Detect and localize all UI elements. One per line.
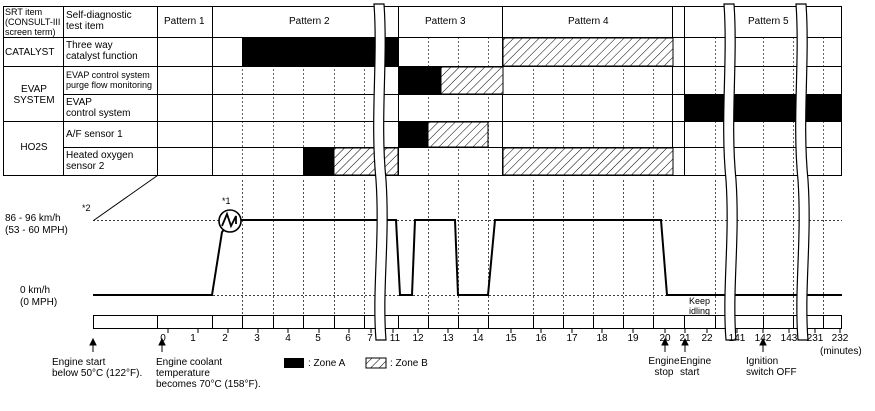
group-evap-system: EVAP SYSTEM [13, 84, 55, 106]
zone-a-bar [398, 67, 441, 94]
engine-start-cold-label: Engine start below 50°C (122°F). [52, 357, 143, 379]
event-arrows [89, 337, 767, 352]
legend-zone-b-label: : Zone B [390, 358, 428, 369]
tick-label: 20 [659, 333, 671, 344]
pattern-1-label: Pattern 1 [164, 16, 205, 27]
tick-label: 13 [442, 333, 454, 344]
speed-high-label: 86 - 96 km/h [5, 213, 61, 224]
tick-label: 6 [345, 333, 351, 344]
tick-label: 0 [160, 333, 166, 344]
tick-label: 1 [190, 333, 196, 344]
row-heated-oxygen-sensor: Heated oxygen sensor 2 [66, 150, 134, 172]
zone-b-bar [333, 147, 399, 176]
row-evap-purge-flow: EVAP control system purge flow monitorin… [66, 70, 153, 90]
zone-bars [242, 37, 842, 176]
pattern-2-label: Pattern 2 [289, 16, 330, 27]
tick-label: 19 [627, 333, 639, 344]
tick-label: 143 [780, 333, 798, 344]
tick-label: 4 [285, 333, 291, 344]
zone-a-bar [398, 122, 428, 147]
tick-label: 14 [472, 333, 484, 344]
pattern-4-label: Pattern 4 [568, 16, 609, 27]
tick-label: 3 [254, 333, 260, 344]
tick-label: 232 [831, 333, 849, 344]
row-three-way-catalyst: Three way catalyst function [66, 40, 138, 62]
tick-label: 2 [222, 333, 228, 344]
time-axis-ticks [167, 328, 841, 333]
zone-a-bar [685, 95, 842, 121]
tick-label: 142 [754, 333, 772, 344]
time-unit-label: (minutes) [820, 346, 862, 357]
zone-b-bar [502, 37, 674, 67]
header-srt-item: SRT item (CONSULT-III screen term) [5, 7, 61, 37]
tick-label: 7 [367, 333, 373, 344]
tick-label: 18 [596, 333, 608, 344]
group-ho2s: HO2S [20, 142, 48, 153]
coolant-temp-label: Engine coolant temperature becomes 70°C … [156, 357, 261, 390]
row-evap-control: EVAP control system [66, 97, 131, 119]
engine-start-label: Engine start [680, 356, 712, 378]
tick-label: 231 [806, 333, 824, 344]
header-test-item: Self-diagnostic test item [66, 10, 132, 32]
note-1-marker: *1 [222, 196, 231, 206]
speed-low-mph-label: (0 MPH) [20, 297, 58, 308]
tick-label: 17 [566, 333, 578, 344]
time-axis [93, 315, 842, 329]
tick-label: 15 [505, 333, 517, 344]
engine-stop-label: Engine stop [648, 356, 680, 378]
row-af-sensor: A/F sensor 1 [66, 129, 123, 140]
legend-zone-a-label: : Zone A [308, 358, 346, 369]
acceleration-note-symbol [218, 209, 242, 233]
zone-a-bar [242, 38, 398, 66]
srt-table-grid [3, 6, 842, 221]
tick-label: 5 [315, 333, 321, 344]
zone-b-bar [502, 147, 674, 176]
legend-zone-b-swatch [365, 357, 387, 369]
legend-zone-a-swatch [284, 358, 304, 368]
tick-label: 22 [701, 333, 713, 344]
axis-break-marks [373, 3, 810, 341]
group-catalyst: CATALYST [5, 47, 55, 58]
tick-label: 12 [412, 333, 424, 344]
tick-label: 21 [679, 333, 691, 344]
zone-b-bar [427, 121, 489, 148]
tick-label: 11 [389, 333, 401, 344]
zone-b-bar [440, 66, 504, 95]
pattern-5-label: Pattern 5 [748, 16, 789, 27]
ignition-off-label: Ignition switch OFF [746, 356, 797, 378]
pattern-3-label: Pattern 3 [425, 16, 466, 27]
tick-label: 16 [535, 333, 547, 344]
speed-high-note: *2 [82, 203, 91, 213]
speed-low-label: 0 km/h [20, 285, 51, 296]
speed-high-mph-label: (53 - 60 MPH) [5, 225, 68, 236]
tick-label: 141 [728, 333, 746, 344]
keep-idling-label: Keep idling [689, 296, 711, 316]
zone-a-bar [303, 148, 334, 175]
